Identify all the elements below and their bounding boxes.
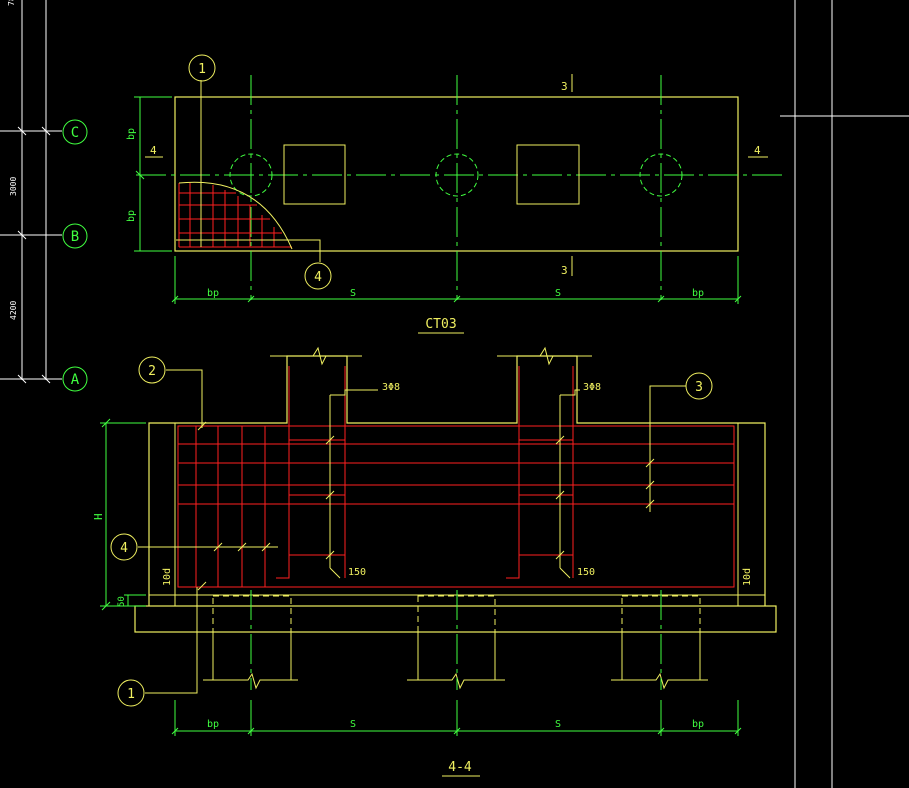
plan-cut-mark-bottom: 3 <box>561 264 568 277</box>
section-bottom-dim-4: bp <box>692 719 704 730</box>
plan-bottom-dim-1: bp <box>207 288 219 299</box>
axis-grid: 7800 3000 4200 C B A <box>0 0 88 392</box>
plan-view: 1 4 4 4 3 3 bp bp bp S S bp CT03 <box>126 54 785 334</box>
section-height-label: H <box>92 513 105 520</box>
section-anchor-left: 150 <box>348 567 366 578</box>
plan-cut-mark-top: 3 <box>561 80 568 93</box>
section-callout-4: 4 <box>120 541 128 556</box>
plan-bottom-dim-2: S <box>350 288 356 299</box>
section-callout-2: 2 <box>148 364 156 379</box>
axis-dim-lower: 4200 <box>9 301 18 320</box>
axis-dim-upper: 3000 <box>9 177 18 196</box>
section-callout-1: 1 <box>127 687 135 702</box>
plan-section-mark-left: 4 <box>150 144 157 157</box>
axis-top-value: 7800 <box>7 0 16 6</box>
section-cover-label: 50 <box>117 596 127 607</box>
plan-bottom-dim-3: S <box>555 288 561 299</box>
plan-callout-4: 4 <box>314 270 322 285</box>
plan-section-mark-right: 4 <box>754 144 761 157</box>
plan-title: CT03 <box>425 317 456 332</box>
section-callout-3: 3 <box>695 380 703 395</box>
axis-bubble-a: A <box>71 372 80 388</box>
section-view: 3Φ8 3Φ8 150 150 10d 10d 2 3 4 1 H 50 <box>92 346 777 777</box>
drawing-frame <box>780 0 909 788</box>
section-stirrup-right: 3Φ8 <box>583 382 601 393</box>
section-title: 4-4 <box>448 760 472 775</box>
section-anchor-right: 150 <box>577 567 595 578</box>
section-stirrup-left: 3Φ8 <box>382 382 400 393</box>
plan-side-dim-top: bp <box>126 128 137 140</box>
section-bottom-dim-3: S <box>555 719 561 730</box>
axis-bubble-c: C <box>71 125 79 141</box>
plan-side-dim-bottom: bp <box>126 210 137 222</box>
plan-callout-1: 1 <box>198 62 206 77</box>
axis-bubble-b: B <box>71 229 79 245</box>
section-bottom-dim-1: bp <box>207 719 219 730</box>
plan-bottom-dim-4: bp <box>692 288 704 299</box>
section-hook-left: 10d <box>162 568 173 586</box>
section-hook-right: 10d <box>742 568 753 586</box>
section-bottom-dim-2: S <box>350 719 356 730</box>
